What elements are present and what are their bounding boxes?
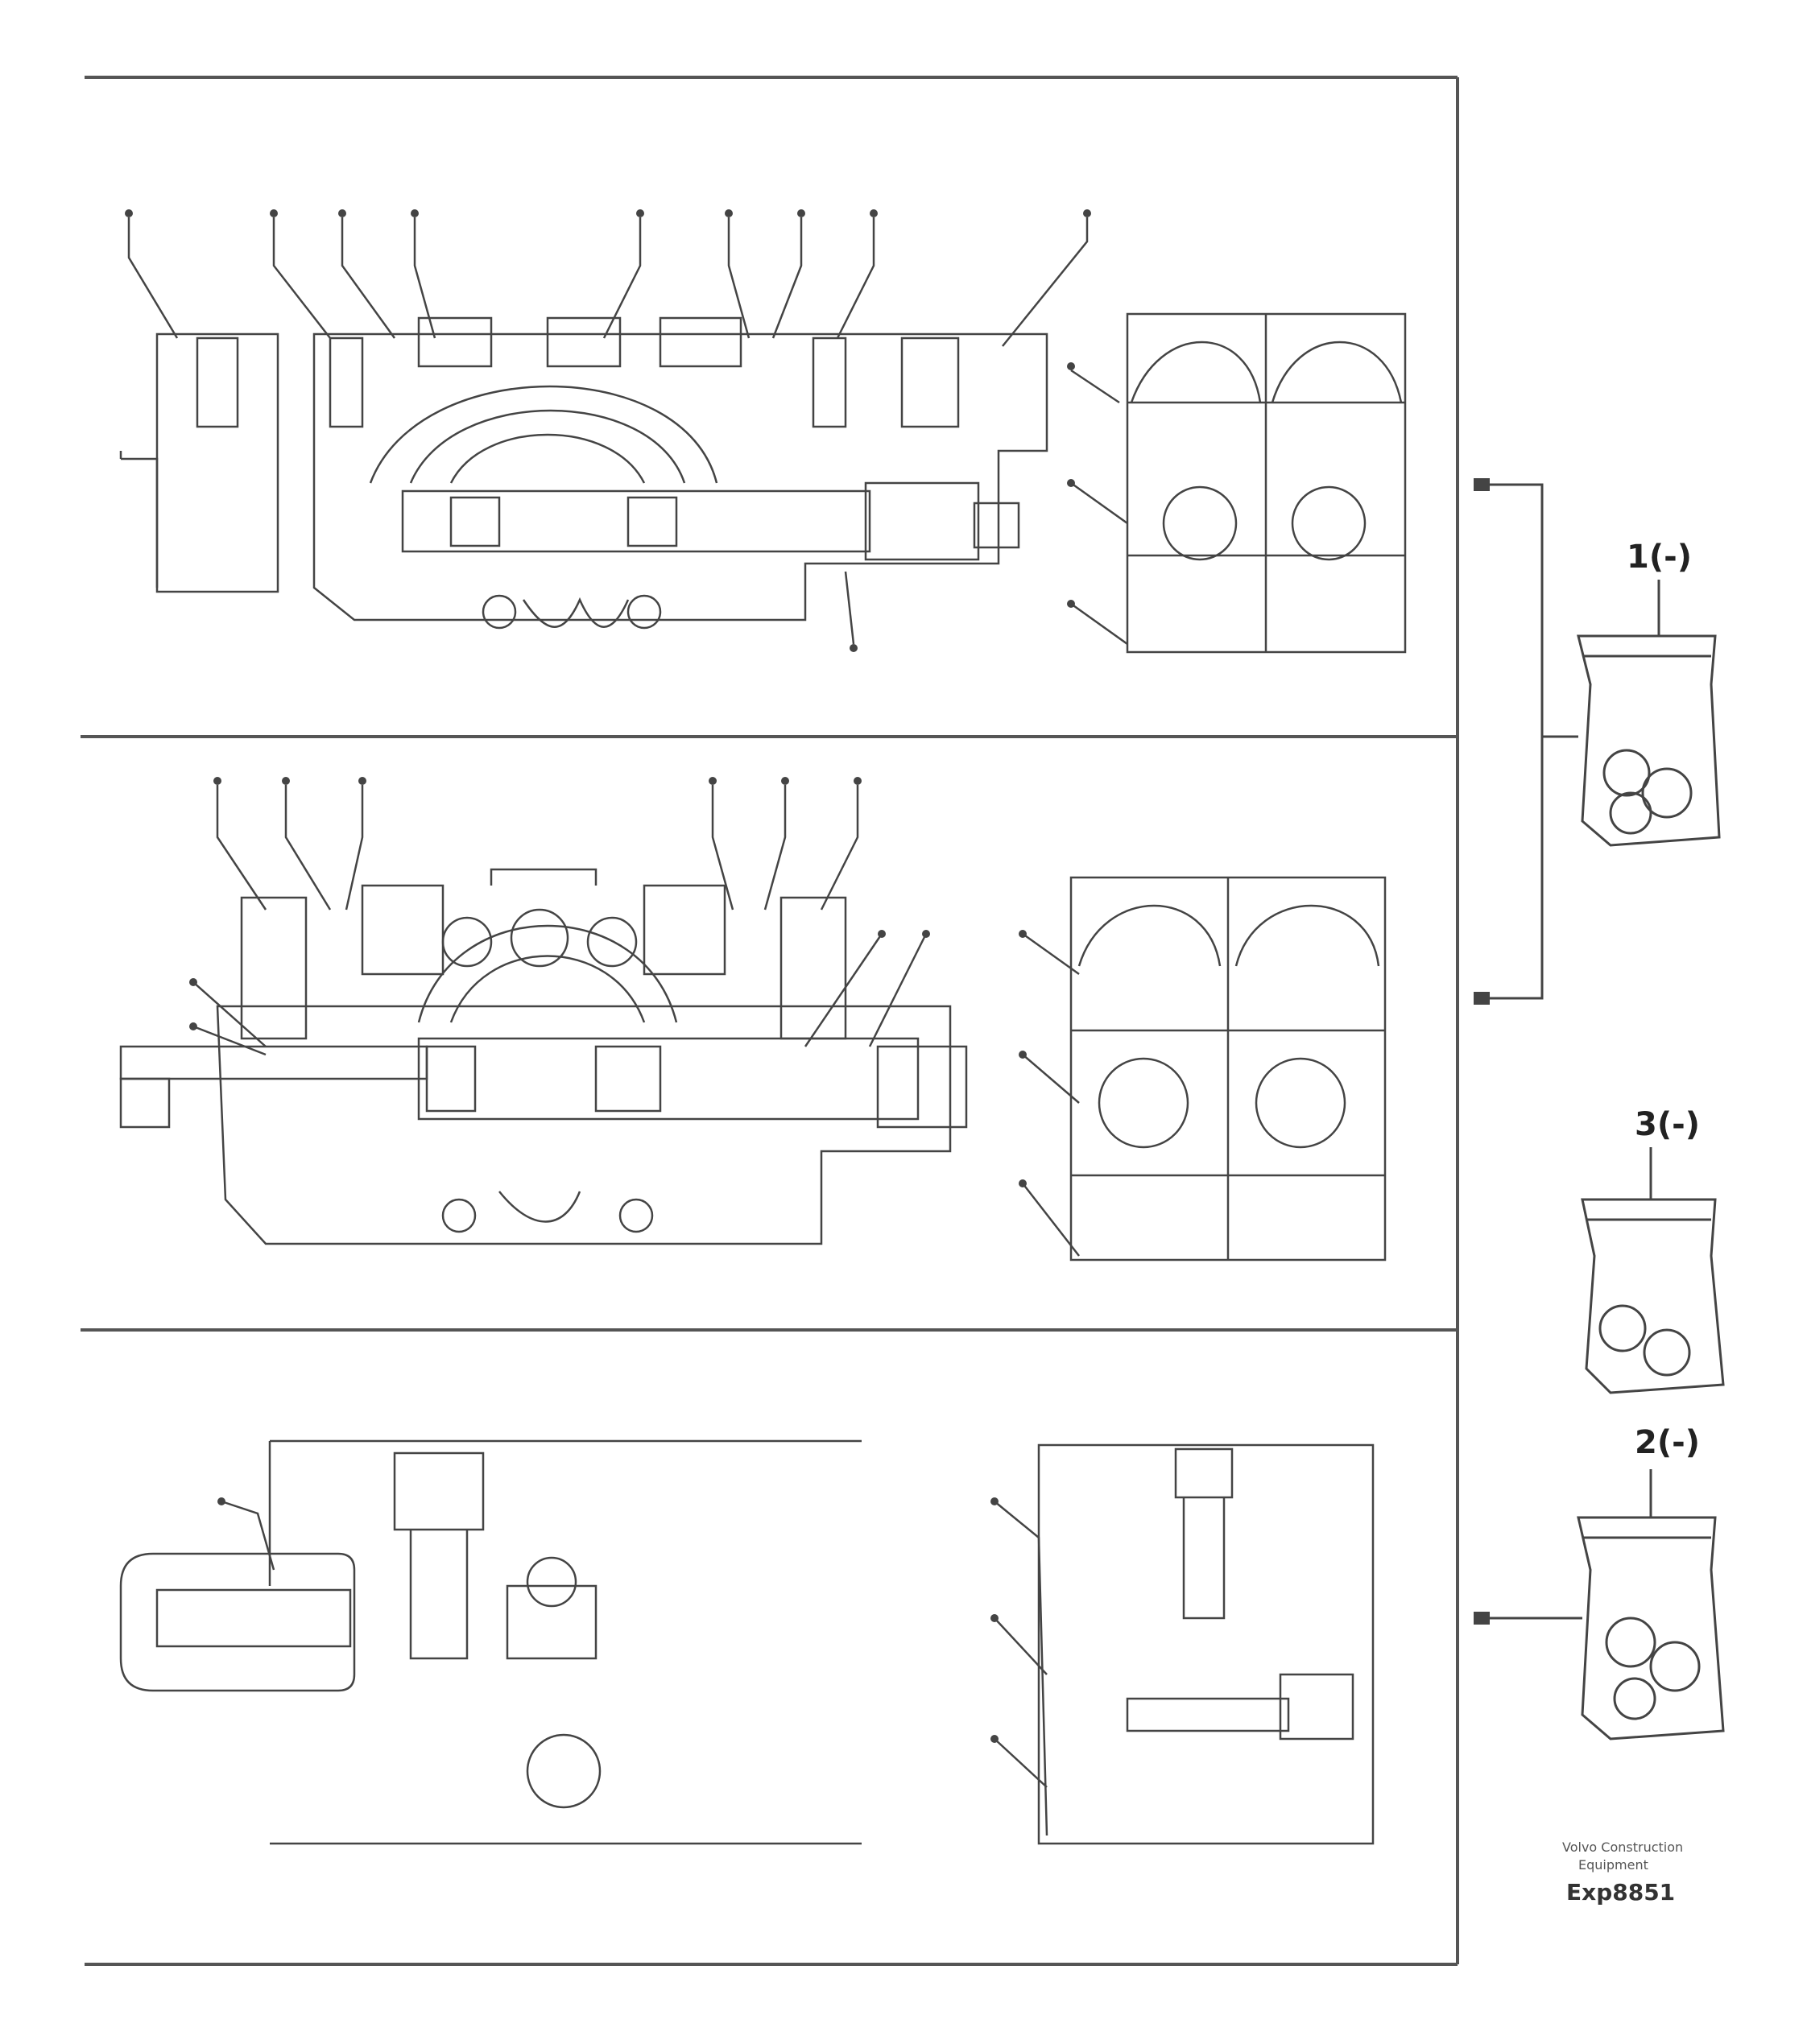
panel-bottom-valve-assembly [119, 1439, 1375, 1845]
drawing-code: Exp8851 [1566, 1879, 1675, 1906]
drawing-caption: Volvo Construction Equipment Exp8851 [1562, 1840, 1683, 1906]
publisher-line-1: Volvo Construction [1562, 1840, 1683, 1855]
kit-bag-1: 1(-) [1577, 539, 1721, 847]
kit-connectors [1474, 478, 1582, 1625]
panel-top-valve-assembly [119, 209, 1407, 654]
kit-2-label: 2(-) [1635, 1424, 1700, 1461]
publisher-line-2: Equipment [1578, 1857, 1648, 1873]
kit-bag-2: 2(-) [1577, 1424, 1725, 1740]
kit-1-label: 1(-) [1627, 539, 1692, 576]
panel-middle-valve-assembly [119, 777, 1387, 1261]
kit-bag-3: 3(-) [1581, 1106, 1725, 1394]
diagram-frame [81, 76, 1459, 1966]
kit-3-label: 3(-) [1635, 1106, 1700, 1143]
